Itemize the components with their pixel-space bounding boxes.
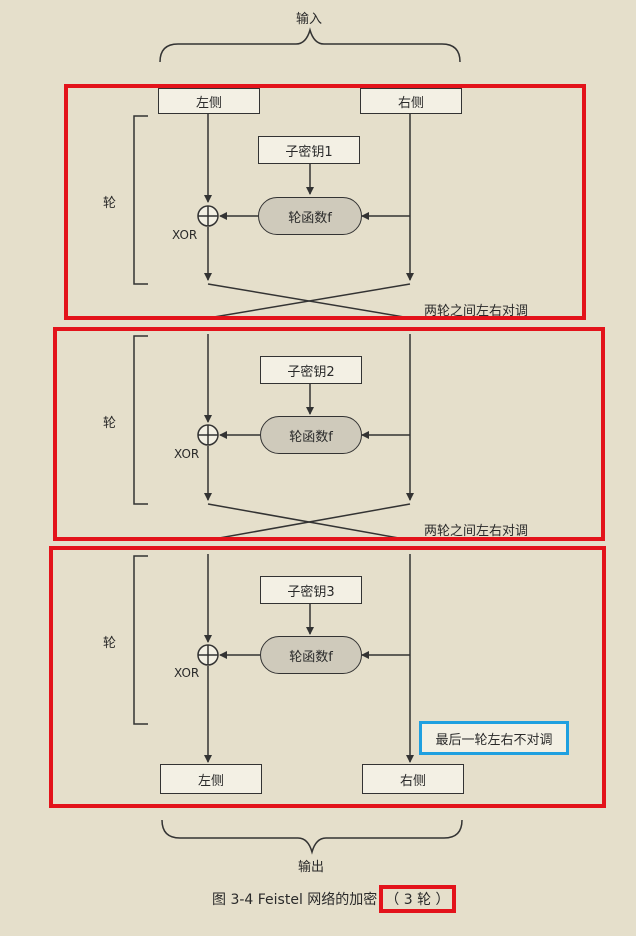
round-bracket-3 <box>133 555 148 725</box>
subkey-1-box: 子密钥1 <box>258 136 360 164</box>
xor-label-3: XOR <box>174 666 200 680</box>
round-function-2: 轮函数f <box>260 416 362 454</box>
round-1-label: 轮 <box>103 196 117 211</box>
round-2-label: 轮 <box>103 416 117 431</box>
input-label: 输入 <box>296 12 323 27</box>
figure-caption: 图 3-4 Feistel 网络的加密（ 3 轮 ） <box>212 885 456 913</box>
round-function-3: 轮函数f <box>260 636 362 674</box>
round-bracket-2 <box>133 335 148 505</box>
xor-symbol-1 <box>197 205 219 227</box>
xor-symbol-3 <box>197 644 219 666</box>
round-2-highlight <box>53 327 605 541</box>
last-round-note: 最后一轮左右不对调 <box>419 721 569 755</box>
round-function-1: 轮函数f <box>258 197 362 235</box>
round-3-label: 轮 <box>103 636 117 651</box>
swap-note-1: 两轮之间左右对调 <box>424 304 529 319</box>
swap-note-2: 两轮之间左右对调 <box>424 524 529 539</box>
bottom-right-box: 右侧 <box>362 764 464 794</box>
subkey-2-box: 子密钥2 <box>260 356 362 384</box>
round-3-highlight <box>49 546 606 808</box>
bottom-left-box: 左侧 <box>160 764 262 794</box>
subkey-3-box: 子密钥3 <box>260 576 362 604</box>
caption-prefix: 图 3-4 Feistel 网络的加密 <box>212 892 378 908</box>
caption-highlight: （ 3 轮 ） <box>379 885 456 913</box>
xor-symbol-2 <box>197 424 219 446</box>
output-brace <box>161 819 463 855</box>
xor-label-2: XOR <box>174 447 200 461</box>
output-label: 输出 <box>298 860 325 875</box>
xor-label-1: XOR <box>172 228 198 242</box>
top-left-box: 左侧 <box>158 88 260 114</box>
round-1-highlight <box>64 84 586 320</box>
input-brace <box>159 27 461 63</box>
round-bracket-1 <box>133 115 148 285</box>
top-right-box: 右侧 <box>360 88 462 114</box>
